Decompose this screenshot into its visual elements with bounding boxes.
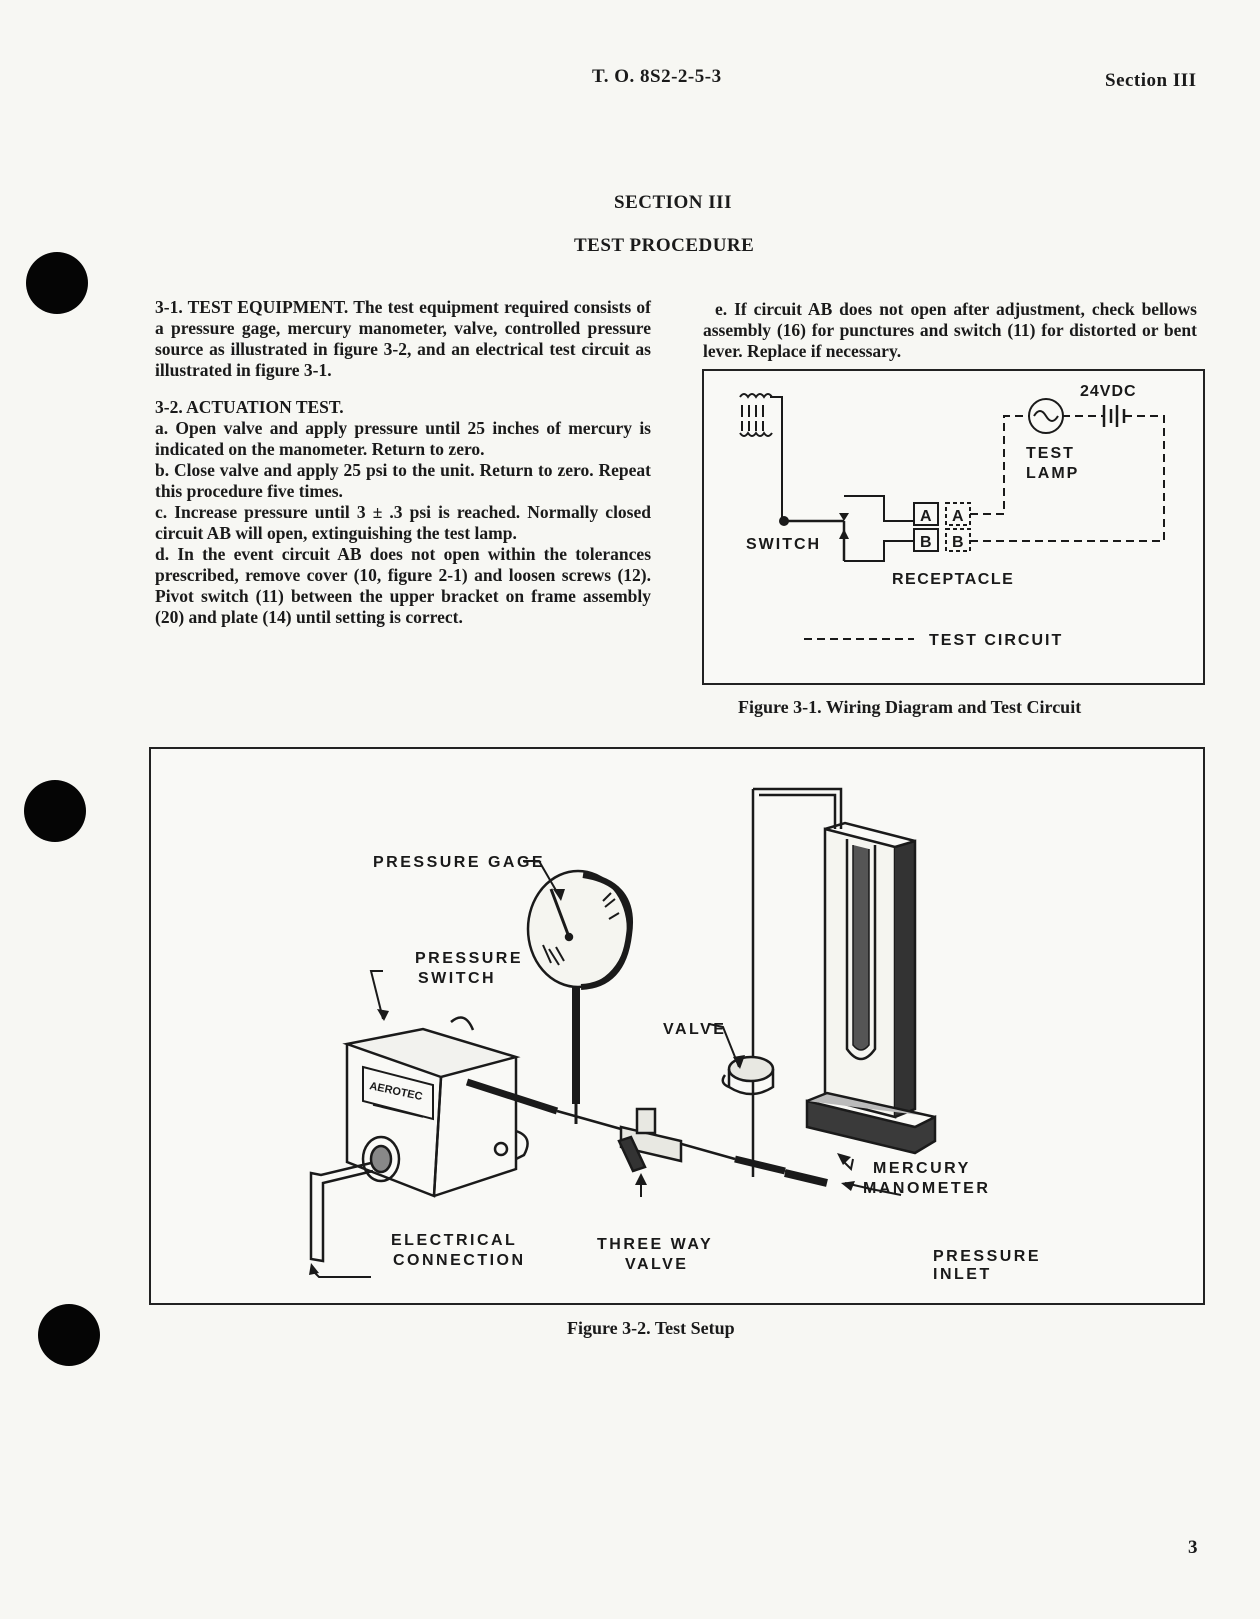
pressure-switch-icon — [342, 1016, 529, 1198]
switch-pivot-icon — [779, 516, 789, 526]
pin-b-label: B — [920, 534, 932, 551]
test-circuit-wiring — [970, 415, 1165, 542]
section-title: SECTION III — [614, 192, 732, 213]
switch-label: SWITCH — [746, 536, 821, 553]
step-e: e. If circuit AB does not open after adj… — [703, 299, 1197, 361]
section-label: Section III — [1105, 70, 1197, 91]
bellows-coil-icon — [739, 393, 783, 521]
plug-pin-b-label: B — [952, 534, 964, 551]
binder-hole-middle — [24, 780, 86, 842]
figure-3-1-frame: A B A B 24VDC TEST LAMP SWITCH RECEPTACL… — [702, 369, 1205, 685]
step-b: b. Close valve and apply 25 psi to the u… — [155, 460, 651, 501]
pressure-inlet-label-line1: PRESSURE — [933, 1248, 1041, 1265]
three-way-valve-label-line2: VALVE — [625, 1256, 688, 1273]
legend-label: TEST CIRCUIT — [929, 632, 1063, 649]
three-way-arrow-icon — [635, 1173, 647, 1185]
switch-arrow-icon — [377, 1009, 389, 1021]
step-a: a. Open valve and apply pressure until 2… — [155, 418, 651, 459]
piping-lines — [465, 787, 843, 1183]
figure-3-1-caption: Figure 3-1. Wiring Diagram and Test Circ… — [738, 697, 1082, 717]
mercury-manometer-label-line1: MERCURY — [873, 1160, 971, 1177]
receptacle-pin-b-box — [913, 528, 939, 552]
three-way-valve-icon — [617, 1107, 683, 1173]
mercury-manometer-icon — [805, 821, 937, 1155]
right-column: e. If circuit AB does not open after adj… — [703, 299, 1197, 362]
nameplate-text: AEROTEC — [368, 1080, 423, 1103]
figure-3-2-frame: AEROTEC — [149, 747, 1205, 1305]
electrical-connector-icon — [309, 1135, 401, 1263]
three-way-valve-label-line1: THREE WAY — [597, 1236, 713, 1253]
section-subtitle: TEST PROCEDURE — [574, 235, 755, 256]
binder-hole-top — [26, 252, 88, 314]
pressure-switch-label-line1: PRESSURE — [415, 950, 523, 967]
gauge-arrow-icon — [553, 889, 565, 901]
pressure-gage-label: PRESSURE GAGE — [373, 854, 545, 871]
valve-label: VALVE — [663, 1021, 726, 1038]
switch-arrow-up-icon — [839, 529, 849, 539]
test-lamp-label-line1: TEST — [1026, 445, 1075, 462]
voltage-label: 24VDC — [1080, 383, 1137, 400]
pressure-switch-label-line2: SWITCH — [418, 970, 496, 987]
test-setup-illustration: AEROTEC — [309, 787, 1041, 1283]
step-c: c. Increase pressure until 3 ± .3 psi is… — [155, 502, 651, 543]
electrical-connection-label-line2: CONNECTION — [393, 1252, 526, 1269]
inlet-arrow-icon — [841, 1181, 855, 1191]
manometer-arrow-icon — [837, 1153, 851, 1165]
page-number: 3 — [1188, 1537, 1198, 1558]
test-lamp-icon — [1028, 398, 1064, 434]
left-column: 3-1. TEST EQUIPMENT. The test equipment … — [155, 297, 651, 628]
switch-arrow-down-icon — [839, 513, 849, 521]
mercury-manometer-label-line2: MANOMETER — [863, 1180, 990, 1197]
paragraph-3-1: 3-1. TEST EQUIPMENT. The test equipment … — [155, 297, 651, 380]
electrical-arrow-icon — [309, 1263, 319, 1275]
battery-icon — [1102, 405, 1126, 427]
receptacle-label: RECEPTACLE — [892, 571, 1014, 588]
step-d: d. In the event circuit AB does not open… — [155, 544, 651, 627]
plug-pin-a-label: A — [952, 508, 964, 525]
receptacle-pin-a-box — [913, 502, 939, 526]
pin-a-label: A — [920, 508, 932, 525]
pressure-gauge-icon — [526, 869, 633, 1124]
binder-hole-bottom — [38, 1304, 100, 1366]
electrical-connection-label-line1: ELECTRICAL — [391, 1232, 517, 1249]
pressure-inlet-tube-icon — [784, 1169, 828, 1187]
wiring-diagram: A B A B 24VDC TEST LAMP SWITCH RECEPTACL… — [739, 383, 1165, 649]
test-lamp-label-line2: LAMP — [1026, 465, 1079, 482]
valve-arrow-icon — [733, 1055, 745, 1069]
figure-3-2-caption: Figure 3-2. Test Setup — [567, 1318, 735, 1338]
paragraph-3-2-heading: 3-2. ACTUATION TEST. — [155, 397, 344, 417]
pressure-inlet-label-line2: INLET — [933, 1266, 992, 1283]
doc-number: T. O. 8S2-2-5-3 — [592, 66, 722, 87]
valve-icon — [721, 1055, 775, 1096]
